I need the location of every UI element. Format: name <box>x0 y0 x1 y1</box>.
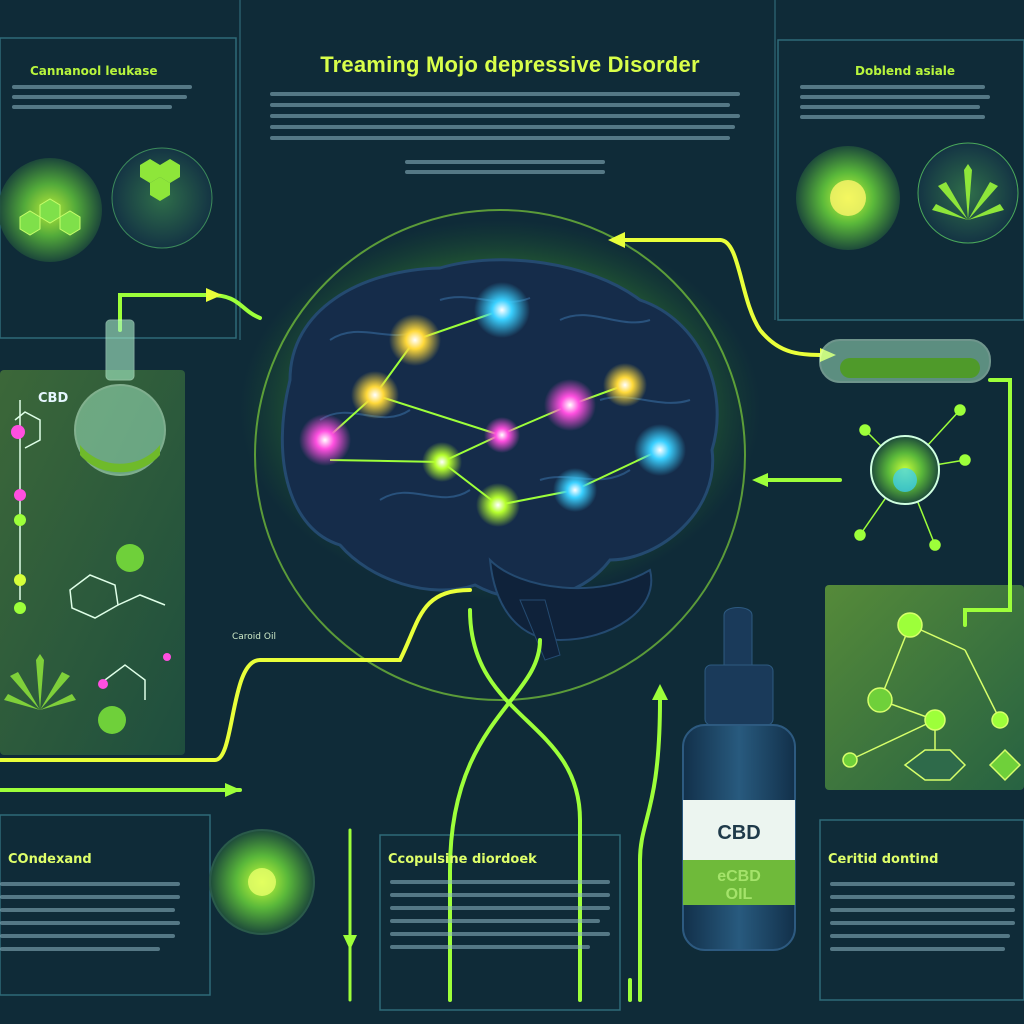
panel-top-right <box>777 39 1024 321</box>
node-blue-top <box>474 282 530 338</box>
node-blue-low <box>553 468 597 512</box>
arrow-head-right <box>206 288 222 302</box>
section-title-top-right: Doblend asiale <box>855 64 956 78</box>
flow-arrows <box>0 238 1012 1002</box>
spiky-cell-core <box>248 868 276 896</box>
node-orange <box>389 314 441 366</box>
arrow-head-left-2 <box>752 473 768 487</box>
bottle-green-band <box>683 860 795 905</box>
vertical-dividers <box>239 0 776 340</box>
node-pink <box>299 414 351 466</box>
node-yellow-right <box>603 363 647 407</box>
right-molecule-panel <box>825 585 1024 790</box>
brain-halo-ring <box>254 209 746 701</box>
node-blue-right <box>634 424 686 476</box>
hexagon-cluster <box>19 198 81 236</box>
text-placeholder-lines <box>0 85 1015 951</box>
cannabis-leaf-icon <box>932 164 1004 220</box>
arrow-head-left <box>608 232 625 248</box>
node-yellow <box>351 371 399 419</box>
right-panel-nodes <box>842 612 1022 782</box>
section-title-bottom-right: Ceritid dontind <box>828 852 939 867</box>
page-title: Treaming Mojo depressive Disorder <box>320 52 700 77</box>
test-tube-illustration <box>819 339 991 383</box>
section-title-bottom-center: Ccopulsine diordoek <box>388 852 537 867</box>
bottle-label-text: CBD <box>717 822 761 844</box>
cbd-molecule-label: CBD <box>38 391 69 406</box>
flask-illustration <box>74 319 166 476</box>
panel-bottom-left <box>0 814 211 996</box>
arrow-head-down <box>343 935 357 950</box>
cell-core <box>830 180 866 216</box>
section-title-top-left: Cannanool leukase <box>30 64 158 78</box>
small-hexagons <box>140 159 180 201</box>
brain-illustration <box>280 258 719 661</box>
panel-bottom-center <box>379 834 621 1011</box>
cbd-oil-bottle <box>682 607 796 951</box>
bottle-label-band <box>683 800 795 860</box>
arrow-head-up <box>652 684 668 700</box>
brain-stem <box>519 599 561 661</box>
arrow-head-bottom-left <box>225 783 241 797</box>
node-magenta <box>544 379 596 431</box>
panel-bottom-right <box>819 819 1024 1001</box>
right-cell-core <box>893 468 917 492</box>
node-pink-small <box>484 417 520 453</box>
node-green <box>422 442 462 482</box>
section-title-bottom-left: COndexand <box>8 852 92 867</box>
node-green-low <box>476 483 520 527</box>
bottle-sub-text: eCBD OIL <box>717 868 761 903</box>
oil-label: Caroid Oil <box>232 632 276 642</box>
left-cannabis-leaf-icon <box>4 654 76 710</box>
left-chain-nodes <box>11 425 171 734</box>
